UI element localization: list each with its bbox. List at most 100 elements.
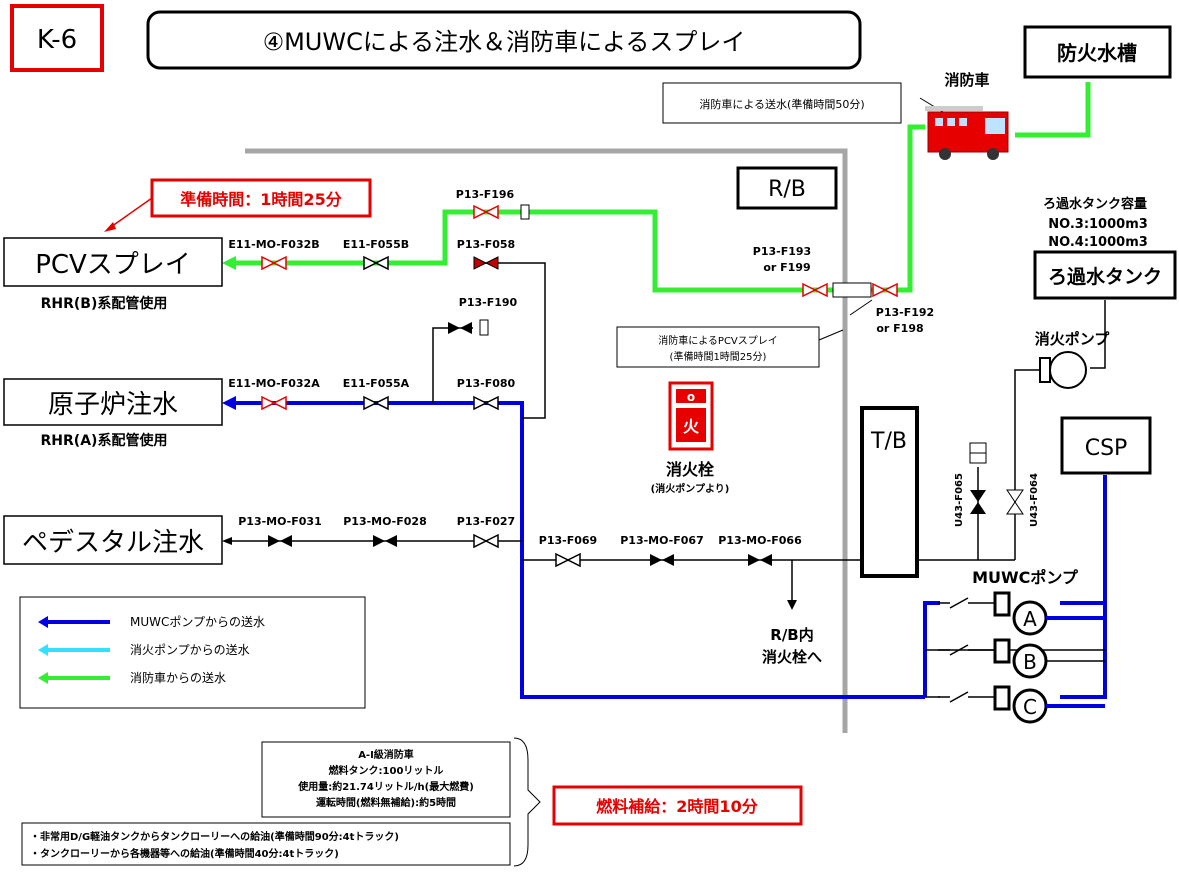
title-box: ④MUWCによる注水＆消防車によるスプレイ [146,10,862,70]
page-title: ④MUWCによる注水＆消防車によるスプレイ [263,28,746,56]
prep-time-leader [107,197,153,230]
rb-label: R/B [768,177,806,202]
legend: MUWCポンプからの送水 消火ポンプからの送水 消防車からの送水 [19,596,366,709]
pcv-spray-by-truck-line2: (準備時間1時間25分) [670,350,767,363]
e11-f055a-valve-icon [363,395,389,411]
rb-hydrant-line2: 消火栓へ [762,648,822,666]
pedestal-injection-label: ペデスタル注水 [22,528,204,558]
p13-f190-valve-icon [448,319,489,336]
pump-b-label: B [1023,650,1037,674]
p13-mo-f028-valve-icon [373,535,397,547]
hydrant-icon-top: o [687,390,695,404]
fire-water-tank-label: 防火水槽 [1057,41,1137,65]
pcv-spray-by-truck-line1: 消防車によるPCVスプレイ [658,334,778,347]
fire-pump-label: 消火ポンプ [1035,330,1111,348]
p13-f193-label-1: P13-F193 [753,245,811,258]
p13-mo-f067-label: P13-MO-F067 [620,534,703,547]
truck-runtime: 運転時間(燃料無補給):約5時間 [316,796,456,809]
legend-label-fire-pump: 消火ポンプからの送水 [130,642,250,657]
p13-mo-f028-label: P13-MO-F028 [343,515,426,528]
prep-time-label: 準備時間：1時間25分 [180,190,341,209]
filter-tank-label: ろ過水タンク [1048,266,1162,288]
truck-water-lines [228,82,1091,293]
refuel-steps-box: ・非常用D/G軽油タンクからタンクローリーへの給油(準備時間90分:4tトラック… [21,822,511,866]
tb-box: T/B [860,406,919,578]
pump-a-label: A [1023,607,1037,631]
p13-mo-f066-valve-icon [748,554,772,566]
truck-title: A-Ⅰ級消防車 [358,748,414,761]
p13-f192-label-2: or F198 [876,322,923,335]
reactor-injection-label: 原子炉注水 [48,390,178,420]
p13-f192-label-1: P13-F192 [876,306,934,319]
u43-f064-valve-icon [1006,489,1024,515]
p13-f069-valve-icon [555,552,581,568]
filter-tank-no3: NO.3:1000m3 [1048,217,1148,232]
pedestal-injection-box: ペデスタル注水 [3,515,223,565]
e11-mo-f032a-valve-icon [261,395,287,411]
p13-mo-f031-valve-icon [268,535,292,547]
e11-f055b-label: E11-F055B [343,238,409,251]
hydrant-icon-char: 火 [683,417,700,436]
hydrant-label: 消火栓 [666,460,715,479]
u43-f064-label: U43-F064 [1029,473,1040,527]
fire-pump-icon [1039,351,1087,389]
truck-fuel-tank: 燃料タンク:100リットル [329,764,444,777]
p13-f192-valve-icon [872,282,898,298]
filter-tank-box: ろ過水タンク [1033,250,1177,300]
p13-f190-label: P13-F190 [459,296,518,309]
legend-item-truck: 消防車からの送水 [38,670,226,685]
p13-f058-label: P13-F058 [457,238,515,251]
rb-penetration-icon [832,282,872,298]
prep-time-arrowhead [104,222,116,232]
e11-mo-f032a-label: E11-MO-F032A [228,377,320,390]
fire-truck-label: 消防車 [944,71,989,89]
muwc-pump-c: C [938,685,1048,724]
rb-hydrant-arrowhead [787,600,797,610]
refuel-time-label: 燃料補給：2時間10分 [596,797,757,816]
refuel-time-box: 燃料補給：2時間10分 [552,785,803,826]
pump-c-label: C [1023,695,1037,719]
muwc-pump-b: B [938,638,1048,679]
p13-f193-label-2: or F199 [763,261,810,274]
legend-item-fire-pump: 消火ポンプからの送水 [38,642,250,657]
pcv-spray-note-leader [818,329,844,341]
refuel-step-2: ・タンクローリーから各機器等への給油(準備時間40分:4tトラック) [30,847,339,860]
rb-box: R/B [736,166,838,210]
p13-f193-valve-icon [802,282,828,298]
u43-f065-label: U43-F065 [954,473,965,527]
p13-mo-f066-label: P13-MO-F066 [718,534,802,547]
p13-f196-label: P13-F196 [456,188,515,201]
p13-f027-label: P13-F027 [457,515,515,528]
pcv-spray-sub: RHR(B)系配管使用 [41,295,168,312]
pcv-spray-arrowhead [222,256,236,270]
p13-mo-f067-valve-icon [650,554,674,566]
rb-hydrant-line1: R/B内 [770,626,813,644]
fire-hydrant-icon: o 火 [668,381,714,451]
pcv-spray-by-truck-note: 消防車によるPCVスプレイ (準備時間1時間25分) [616,326,820,368]
reactor-injection-arrowhead [222,396,236,410]
truck-spec-box: A-Ⅰ級消防車 燃料タンク:100リットル 使用量:約21.74リットル/h(最… [261,741,511,818]
legend-item-muwc: MUWCポンプからの送水 [38,614,265,629]
p13-f058-valve-icon [473,256,499,270]
p13-f192-leader [849,299,873,316]
pedestal-arrowhead [222,537,232,545]
tb-label: T/B [870,429,907,454]
muwc-pump-label: MUWCポンプ [972,568,1079,587]
legend-label-muwc: MUWCポンプからの送水 [130,614,265,629]
truck-usage: 使用量:約21.74リットル/h(最大燃費) [297,780,474,793]
pcv-spray-box: PCVスプレイ [3,237,223,287]
info-brace [513,737,541,867]
fire-water-tank-box: 防火水槽 [1023,25,1172,79]
csp-box: CSP [1060,416,1152,475]
legend-label-truck: 消防車からの送水 [130,670,226,685]
reactor-injection-box: 原子炉注水 [3,378,223,426]
e11-f055b-valve-icon [363,255,389,271]
e11-f055a-label: E11-F055A [343,377,410,390]
p13-f196-valve-icon [473,204,530,220]
csp-label: CSP [1085,436,1128,461]
id-badge-label: K-6 [37,25,77,55]
pcv-spray-label: PCVスプレイ [35,250,191,280]
p13-f069-label: P13-F069 [539,534,597,547]
id-badge: K-6 [10,4,104,72]
